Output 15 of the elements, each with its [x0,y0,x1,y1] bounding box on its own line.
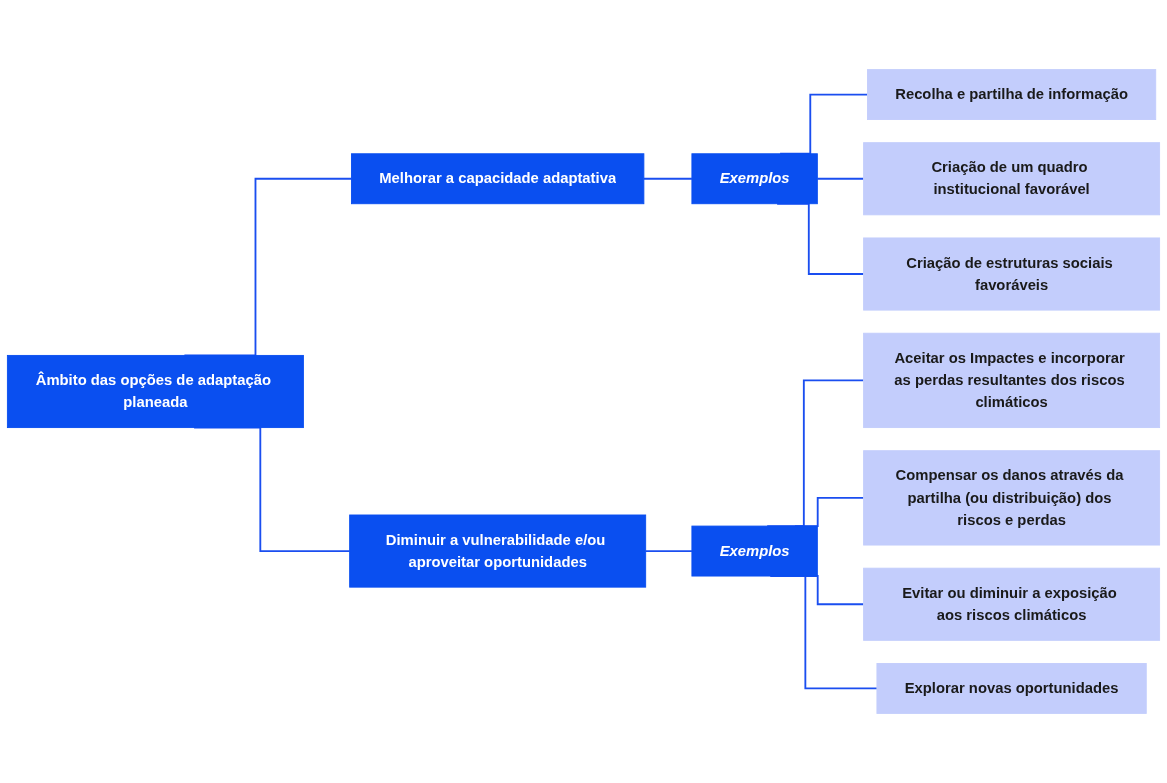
node-box: Exemplos [691,153,818,205]
connector [642,177,693,180]
node-box: Evitar ou diminuir a exposição aos riscos climáticos [863,567,1161,641]
connector [644,550,693,552]
node-box: Melhorar a capacidade adaptativa [351,153,645,205]
node-box: Diminuir a vulnerabilidade e/ou aproveitar oportunidades [349,514,647,588]
connector [816,177,865,180]
node-box: Aceitar os Impactes e incorporar as perdas resultantes dos riscos climáticos [863,332,1161,429]
node-box: Criação de um quadro institucional favorável [863,142,1161,216]
node-box: Âmbito das opções de adaptação planeada [6,354,304,429]
node-box: Explorar novas oportunidades [876,663,1147,714]
node-box: Recolha e partilha de informação [867,69,1157,120]
node-box: Compensar os danos através da partilha (ou distribuição) dos riscos e perdas [863,450,1161,546]
node-box: Criação de estruturas sociais favoráveis [863,237,1161,311]
node-box: Exemplos [691,525,818,577]
